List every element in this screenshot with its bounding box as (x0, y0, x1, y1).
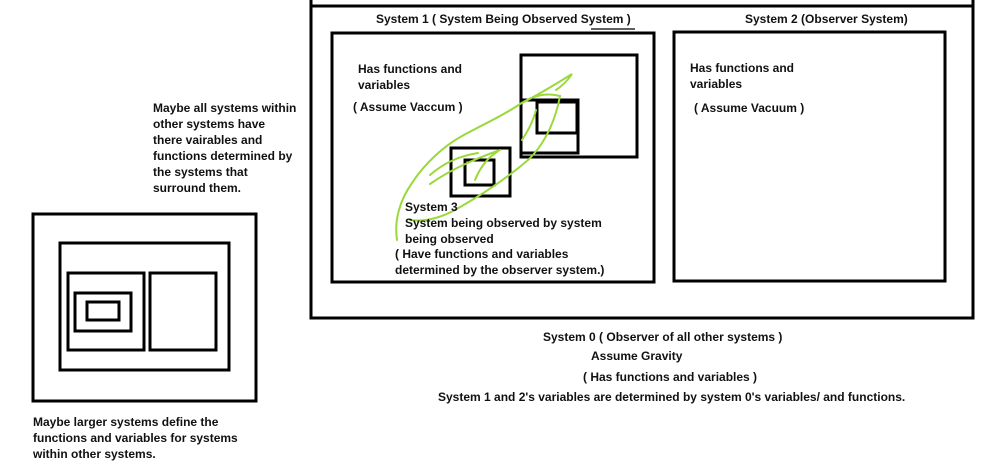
left-inner-box-left (66, 271, 146, 352)
system3-box-outer (449, 146, 512, 198)
system0-title: System 0 ( Observer of all other systems… (543, 330, 783, 344)
system3-title: System 3 (405, 200, 458, 214)
system0-frame (309, 0, 975, 320)
left-nested-box-small (85, 300, 121, 322)
green-scribble-inner (474, 109, 537, 181)
system0-note: System 1 and 2's variables are determine… (438, 390, 906, 404)
side-note-bottom: Maybe larger systems define the function… (33, 415, 238, 461)
left-nested-box-medium (73, 291, 133, 333)
system2-assumption: ( Assume Vacuum ) (694, 101, 805, 115)
green-scribble (395, 73, 573, 241)
system2-title: System 2 (Observer System) (745, 12, 908, 26)
left-outer-box (31, 212, 258, 403)
system3-box-inner (463, 158, 496, 187)
system1-assumption: ( Assume Vaccum ) (353, 100, 463, 114)
system1-box (330, 31, 656, 284)
system0-description: ( Has functions and variables ) (583, 370, 758, 384)
system1-title-underline (591, 28, 635, 30)
system1-description: Has functions and variables (358, 62, 463, 92)
system3-note: ( Have functions and variables determine… (395, 247, 605, 277)
system2-box (672, 30, 947, 283)
system0-assumption: Assume Gravity (591, 349, 683, 363)
left-middle-box (58, 241, 231, 372)
system2-description: Has functions and variables (690, 61, 795, 91)
nested-box-small (535, 100, 579, 135)
system3-description: System being observed by system being ob… (405, 216, 602, 246)
left-inner-box-right (148, 271, 218, 352)
system1-title: System 1 ( System Being Observed System … (376, 12, 631, 26)
side-note-top: Maybe all systems within other systems h… (153, 101, 297, 195)
